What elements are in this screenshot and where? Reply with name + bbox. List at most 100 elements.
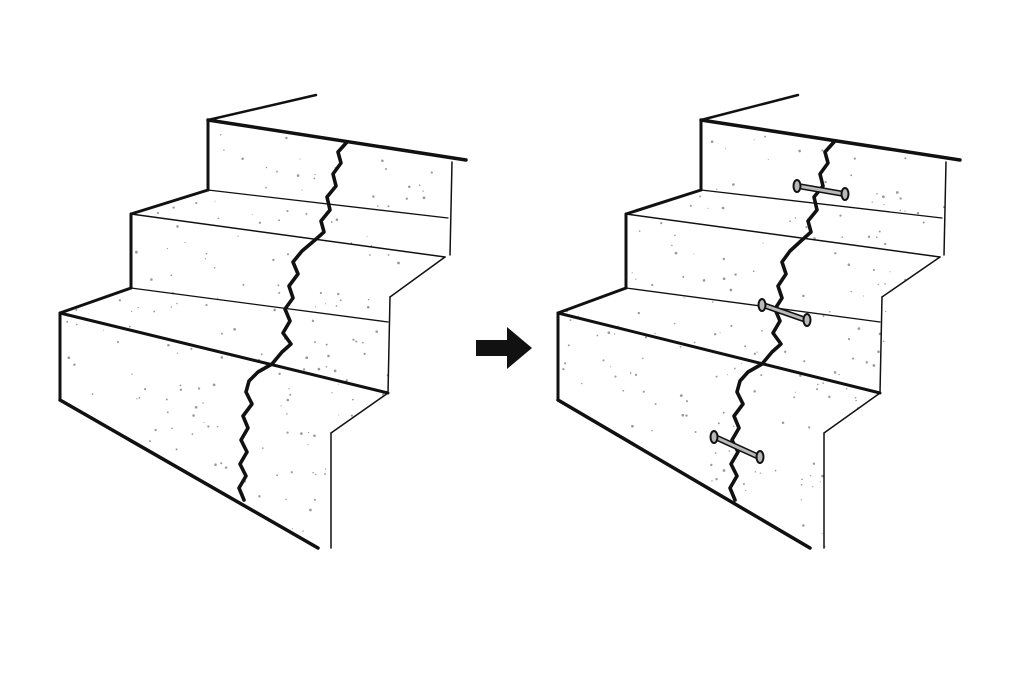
speckle-dot — [131, 373, 132, 374]
speckle-dot — [259, 222, 261, 224]
speckle-dot — [793, 396, 795, 398]
speckle-dot — [801, 499, 802, 500]
speckle-dot — [651, 430, 653, 432]
speckle-dot — [192, 433, 194, 435]
speckle-dot — [206, 253, 208, 255]
speckle-dot — [923, 221, 925, 223]
speckle-dot — [855, 397, 857, 399]
speckle-dot — [703, 279, 706, 282]
speckle-dot — [225, 466, 227, 468]
speckle-dot — [171, 306, 173, 308]
speckle-dot — [167, 248, 168, 249]
speckle-dot — [813, 462, 815, 464]
speckle-dot — [281, 405, 282, 406]
speckle-dot — [732, 183, 735, 186]
staple-icon — [759, 299, 811, 326]
speckle-dot — [252, 214, 253, 215]
speckle-dot — [278, 373, 280, 375]
speckle-dot — [852, 358, 854, 360]
speckle-dot — [822, 533, 823, 534]
speckle-dot — [312, 472, 313, 473]
speckle-dot — [331, 392, 332, 393]
speckle-dot — [331, 221, 333, 223]
speckle-dot — [103, 330, 104, 331]
speckle-dot — [138, 307, 139, 308]
speckle-dot — [285, 137, 287, 139]
speckle-dot — [635, 374, 637, 376]
speckle-dot — [730, 325, 732, 327]
speckle-dot — [820, 481, 821, 482]
speckle-dot — [176, 225, 179, 228]
speckle-dot — [149, 440, 151, 442]
right-arrow-icon — [476, 327, 532, 369]
speckle-dot — [241, 158, 244, 161]
speckle-dot — [202, 402, 203, 403]
speckle-dot — [789, 220, 791, 222]
speckle-dot — [277, 284, 279, 286]
speckle-dot — [154, 429, 156, 431]
speckle-dot — [642, 358, 644, 360]
speckle-dot — [834, 252, 836, 254]
speckle-dot — [385, 168, 387, 170]
speckle-dot — [846, 388, 847, 389]
speckle-dot — [904, 157, 906, 159]
speckle-dot — [221, 333, 223, 335]
speckle-dot — [312, 320, 314, 322]
speckle-dot — [367, 306, 370, 309]
speckle-dot — [850, 174, 852, 176]
speckle-dot — [674, 235, 676, 237]
speckle-dot — [336, 218, 339, 221]
speckle-dot — [723, 258, 725, 260]
speckle-dot — [214, 267, 216, 269]
speckle-dot — [286, 413, 287, 414]
speckle-dot — [318, 368, 321, 371]
speckle-dot — [243, 284, 245, 286]
speckle-dot — [286, 399, 289, 402]
speckle-dot — [654, 333, 655, 334]
after-panel-stitched-stairs — [557, 95, 960, 548]
speckle-dot — [157, 212, 159, 214]
speckle-dot — [686, 400, 688, 402]
speckle-dot — [760, 374, 762, 376]
speckle-dot — [214, 463, 217, 466]
speckle-dot — [562, 368, 564, 370]
speckle-dot — [314, 499, 316, 501]
speckle-dot — [754, 139, 755, 140]
speckle-dot — [711, 140, 714, 143]
speckle-dot — [205, 304, 207, 306]
speckle-dot — [873, 364, 876, 367]
speckle-dot — [291, 471, 293, 473]
speckle-dot — [207, 425, 209, 427]
speckle-dot — [568, 344, 570, 346]
speckle-dot — [262, 447, 264, 449]
speckle-dot — [876, 236, 878, 238]
speckle-dot — [635, 279, 636, 280]
speckle-dot — [743, 483, 745, 485]
speckle-dot — [801, 484, 803, 486]
speckle-dot — [854, 158, 856, 160]
speckle-dot — [723, 469, 726, 472]
speckle-dot — [841, 236, 843, 238]
speckle-dot — [848, 263, 851, 266]
speckle-dot — [288, 388, 289, 389]
speckle-dot — [375, 330, 378, 333]
speckle-dot — [351, 414, 353, 416]
speckle-dot — [866, 361, 868, 363]
speckle-dot — [763, 243, 764, 244]
speckle-dot — [632, 272, 633, 273]
speckle-dot — [876, 193, 878, 195]
speckle-dot — [289, 394, 291, 396]
concrete-texture — [557, 136, 945, 547]
speckle-dot — [838, 374, 839, 375]
speckle-dot — [406, 198, 408, 200]
speckle-dot — [315, 306, 316, 307]
speckle-dot — [680, 394, 683, 397]
speckle-dot — [883, 341, 884, 342]
staple-icon — [711, 431, 764, 463]
stair-outline — [60, 95, 466, 548]
speckle-dot — [885, 311, 886, 312]
stair-outline — [558, 95, 960, 548]
speckle-dot — [734, 273, 736, 275]
speckle-dot — [848, 338, 850, 340]
speckle-dot — [302, 530, 303, 531]
